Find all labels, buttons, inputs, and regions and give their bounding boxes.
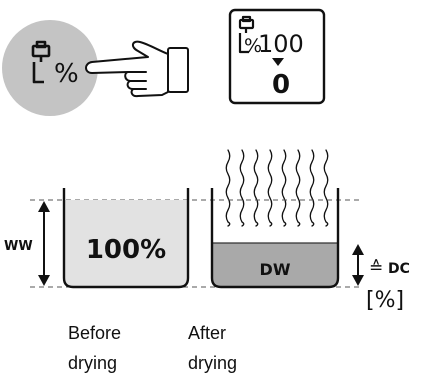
vapor-line: [309, 149, 315, 227]
mode-key-percent: %: [54, 59, 79, 89]
display-bottom-value: 0: [272, 70, 290, 100]
after-caption-line1: After: [188, 323, 226, 343]
dc-dimension: [352, 244, 364, 286]
weight-percent-symbol-icon: [238, 15, 255, 54]
vapor-line: [239, 149, 245, 227]
ww-arrow-down-head: [38, 275, 50, 286]
dc-label: DC: [388, 261, 410, 277]
vapor-line: [267, 149, 273, 227]
beaker-before: 100%: [62, 188, 190, 289]
vapor-line: [295, 149, 301, 227]
dry-sample-fill: [212, 243, 338, 287]
dc-equivalence-symbol: ≙: [369, 258, 383, 278]
vapor-line: [225, 149, 231, 227]
ww-label: WW: [4, 239, 33, 254]
balance-display: % 100 0: [228, 8, 326, 105]
pointing-hand-icon: [85, 40, 189, 98]
ww-arrow-up-head: [38, 201, 50, 212]
dc-arrow-down-head: [352, 275, 364, 286]
dry-sample-label: DW: [260, 260, 291, 279]
beaker-after-outline: [210, 188, 340, 289]
beaker-after: DW: [210, 188, 340, 289]
dc-arrow-up-head: [352, 244, 364, 255]
ww-dimension: [38, 201, 50, 286]
display-percent: %: [244, 35, 262, 57]
weight-percent-mode-icon: [31, 40, 51, 84]
vapor-line: [253, 149, 259, 227]
vapor-line: [323, 149, 329, 227]
wet-sample-label: 100%: [86, 235, 166, 265]
beaker-before-outline: [62, 188, 190, 289]
after-caption-line2: drying: [188, 353, 237, 373]
mode-key-circle: [2, 20, 98, 116]
before-caption-line1: Before: [68, 323, 121, 343]
before-caption-line2: drying: [68, 353, 117, 373]
display-frame: [228, 8, 326, 105]
vapor-line: [281, 149, 287, 227]
wet-sample-fill: [64, 200, 188, 287]
vapor-lines-icon: [225, 149, 329, 227]
mode-key: %: [2, 20, 98, 116]
down-arrow-icon: [272, 58, 284, 66]
dc-unit-label: [%]: [366, 288, 404, 313]
display-top-value: 100: [258, 30, 304, 58]
